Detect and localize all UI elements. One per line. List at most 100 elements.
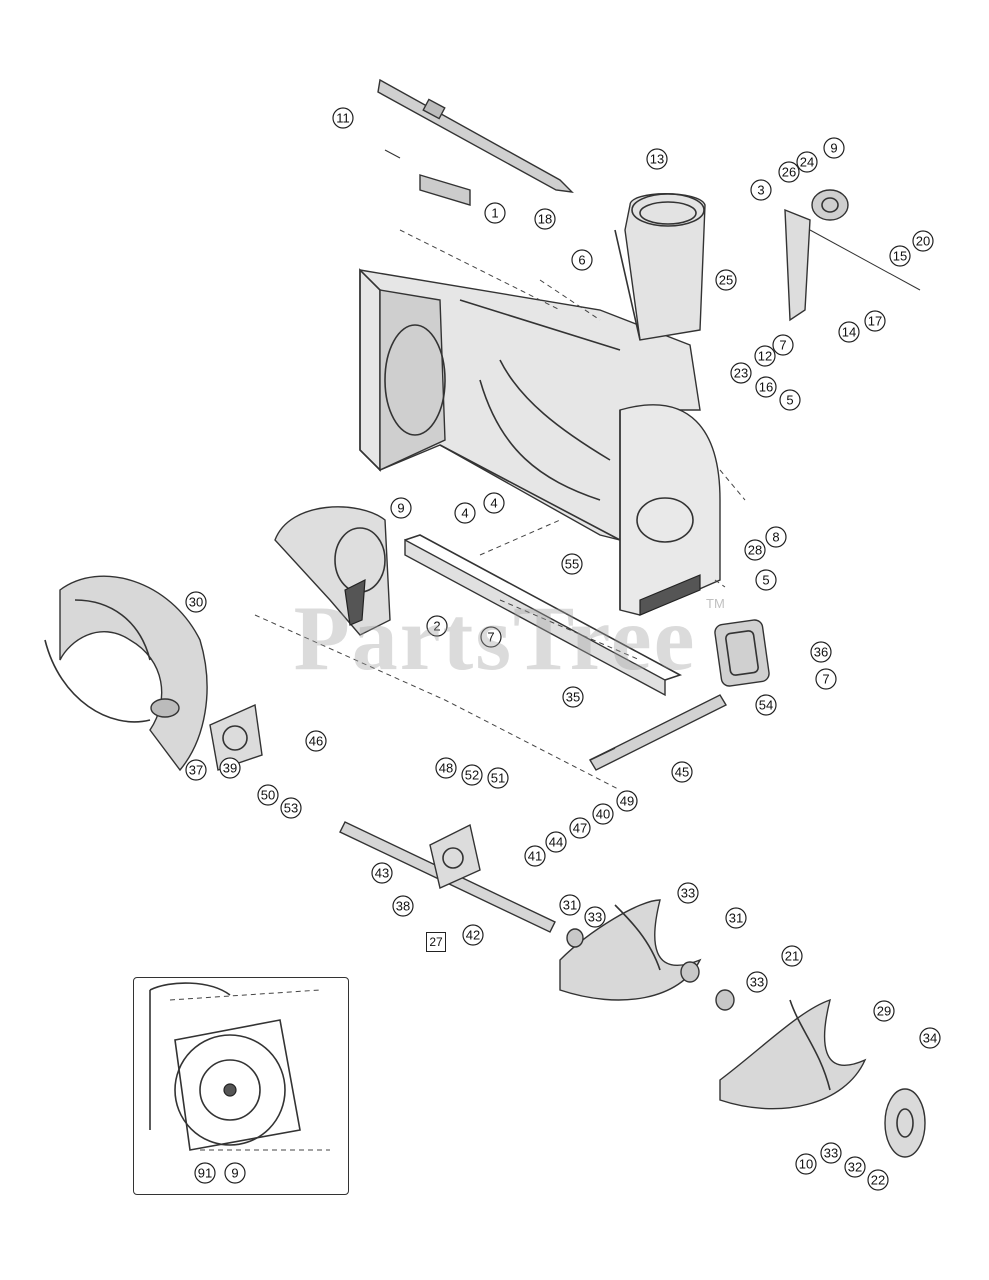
callout-c-46: 46	[305, 730, 327, 752]
callout-c-31b: 31	[725, 907, 747, 929]
callout-c-28: 28	[744, 539, 766, 561]
callout-circle	[730, 362, 752, 384]
callout-circle	[912, 230, 934, 252]
callout-circle	[562, 686, 584, 708]
bearing-spacers	[566, 928, 735, 1011]
callout-label: 29	[877, 1004, 891, 1019]
callout-c-35: 35	[562, 686, 584, 708]
callout-c-49: 49	[616, 790, 638, 812]
callout-c-22: 22	[867, 1169, 889, 1191]
callout-label: 39	[223, 761, 237, 776]
callout-c-29: 29	[873, 1000, 895, 1022]
callout-label: 4	[461, 506, 468, 521]
callout-circle	[746, 971, 768, 993]
auger-spiral-left	[44, 575, 208, 772]
callout-c-54: 54	[755, 694, 777, 716]
callout-c-16: 16	[755, 376, 777, 398]
callout-circle	[194, 1162, 216, 1184]
callout-label: 50	[261, 788, 275, 803]
callout-circle	[224, 1162, 246, 1184]
callout-label: 31	[729, 911, 743, 926]
callout-label: 51	[491, 771, 505, 786]
callout-c-45: 45	[671, 761, 693, 783]
callout-circle	[755, 694, 777, 716]
callout-label: 30	[189, 595, 203, 610]
detail-inset-frame	[133, 977, 349, 1195]
callout-circle	[257, 784, 279, 806]
callout-circle	[864, 310, 886, 332]
callout-circle	[765, 526, 787, 548]
callout-c-6: 6	[571, 249, 593, 271]
callout-circle	[280, 797, 302, 819]
callout-label: 16	[759, 380, 773, 395]
callout-circle	[778, 161, 800, 183]
callout-label: 3	[757, 183, 764, 198]
callout-label: 9	[231, 1166, 238, 1181]
callout-c-91: 91	[194, 1162, 216, 1184]
callout-circle	[534, 208, 556, 230]
callout-label: 13	[650, 152, 664, 167]
callout-c-37: 37	[185, 759, 207, 781]
gearbox-half-left	[209, 703, 263, 771]
callout-label: 23	[734, 366, 748, 381]
chute-adapter	[614, 193, 706, 341]
callout-circle	[185, 591, 207, 613]
callout-circle	[779, 389, 801, 411]
callout-circle	[755, 569, 777, 591]
reference-box: 27	[426, 932, 446, 952]
callout-c-9a: 9	[823, 137, 845, 159]
callout-circle	[487, 767, 509, 789]
callout-c-33b: 33	[677, 882, 699, 904]
callout-circle	[371, 862, 393, 884]
callout-label: 52	[465, 768, 479, 783]
callout-label: 7	[822, 672, 829, 687]
callout-label: 91	[198, 1166, 212, 1181]
callout-label: 22	[871, 1173, 885, 1188]
callout-c-12: 12	[754, 345, 776, 367]
callout-c-18: 18	[534, 208, 556, 230]
callout-label: 21	[785, 949, 799, 964]
callout-label: 14	[842, 325, 856, 340]
callout-circle	[435, 757, 457, 779]
callout-c-2: 2	[426, 615, 448, 637]
callout-label: 46	[309, 734, 323, 749]
callout-label: 31	[563, 898, 577, 913]
callout-c-5a: 5	[779, 389, 801, 411]
callout-label: 42	[466, 928, 480, 943]
callout-circle	[545, 831, 567, 853]
callout-circle	[454, 502, 476, 524]
callout-circle	[616, 790, 638, 812]
callout-c-50: 50	[257, 784, 279, 806]
callout-label: 32	[848, 1160, 862, 1175]
callout-label: 33	[824, 1146, 838, 1161]
callout-label: 24	[800, 155, 814, 170]
callout-c-42: 42	[462, 924, 484, 946]
callout-c-48: 48	[435, 757, 457, 779]
callout-c-34: 34	[919, 1027, 941, 1049]
callout-c-31a: 31	[559, 894, 581, 916]
callout-label: 53	[284, 801, 298, 816]
callout-label: 1	[491, 206, 498, 221]
callout-circle	[219, 757, 241, 779]
callout-c-55: 55	[561, 553, 583, 575]
callout-c-7a: 7	[772, 334, 794, 356]
callout-circle	[772, 334, 794, 356]
callout-c-33d: 33	[820, 1142, 842, 1164]
callout-c-3: 3	[750, 179, 772, 201]
callout-label: 34	[923, 1031, 937, 1046]
callout-label: 45	[675, 765, 689, 780]
callout-label: 25	[719, 273, 733, 288]
callout-circle	[781, 945, 803, 967]
callout-label: 17	[868, 314, 882, 329]
callout-c-9b: 9	[390, 497, 412, 519]
callout-c-7b: 7	[480, 626, 502, 648]
callout-label: 10	[799, 1157, 813, 1172]
callout-circle	[919, 1027, 941, 1049]
callout-c-13: 13	[646, 148, 668, 170]
callout-c-40: 40	[592, 803, 614, 825]
callout-label: 48	[439, 761, 453, 776]
callout-circle	[426, 615, 448, 637]
drift-cutter-shaft	[377, 78, 574, 206]
callout-circle	[592, 803, 614, 825]
